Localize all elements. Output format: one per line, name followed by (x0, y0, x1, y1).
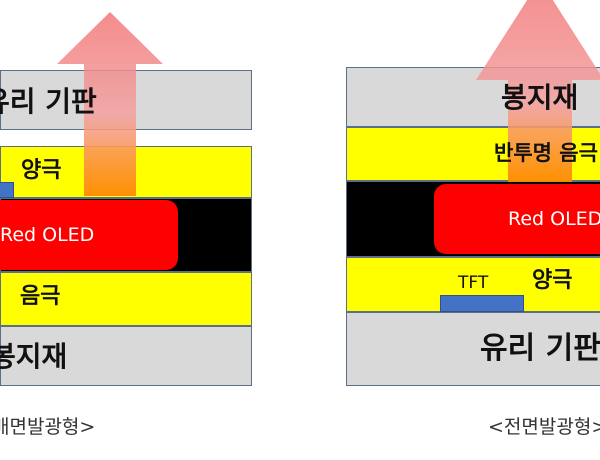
anode-label: 양극 (532, 268, 573, 293)
oled-label: Red OLED (0, 223, 95, 246)
tft-block (0, 182, 14, 198)
bottom-emission-caption: 배면발광형> (0, 416, 96, 438)
encapsulation-label: 봉지재 (0, 340, 68, 373)
cathode-layer (0, 272, 252, 326)
bottom-emission-stack: Red OLED 유리 기판 양극 음극 봉지재 (0, 0, 252, 390)
oled-label: Red OLED (508, 207, 600, 230)
red-oled: Red OLED (434, 184, 600, 254)
glass-substrate-label: 유리 기판 (0, 85, 97, 118)
top-emission-caption: <전면발광형> (488, 416, 600, 438)
glass-substrate-layer (346, 312, 600, 386)
anode-label: 양극 (21, 158, 62, 183)
top-emission-stack: Red OLED 봉지재 반투명 음극 TFT 양극 유리 기판 (346, 0, 600, 390)
tft-label: TFT (458, 273, 489, 293)
glass-substrate-label: 유리 기판 (480, 331, 600, 366)
light-arrow-icon (57, 12, 163, 196)
red-oled: Red OLED (0, 200, 178, 270)
light-arrow-icon (476, 0, 600, 182)
encapsulation-label: 봉지재 (501, 81, 579, 114)
tft-block (440, 295, 524, 312)
semi-transparent-cathode-label: 반투명 음극 (494, 141, 598, 165)
encapsulation-layer (0, 326, 252, 386)
cathode-label: 음극 (20, 284, 61, 309)
